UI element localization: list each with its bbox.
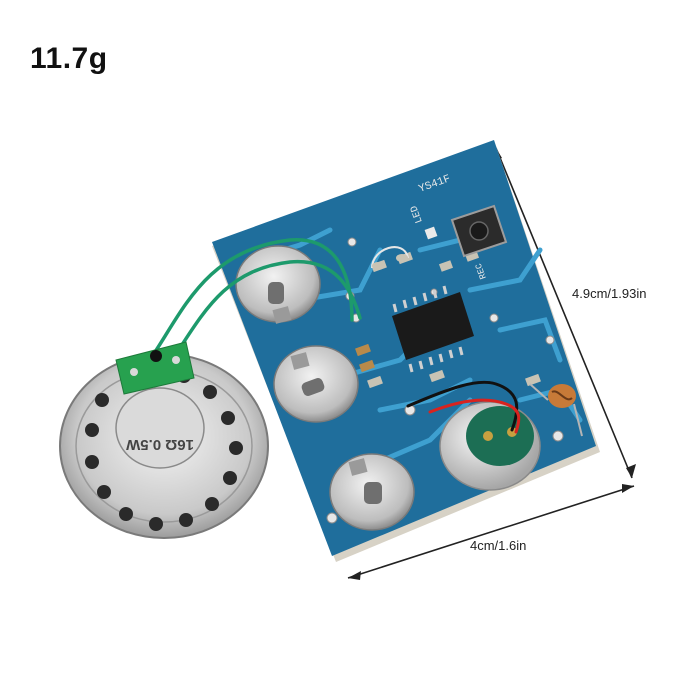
speaker-wires [142, 238, 362, 374]
speaker-grille-holes [85, 369, 243, 531]
light-sensor [529, 383, 583, 437]
battery-holder-top [235, 245, 321, 324]
width-dimension-arrow [347, 484, 635, 580]
microphone [439, 401, 541, 491]
ic-chip [392, 285, 474, 373]
battery-holder-middle [273, 345, 359, 423]
led-outline [371, 246, 409, 270]
rec-push-button [450, 204, 508, 258]
speaker: 16Ω 0.5W [59, 341, 269, 539]
width-dimension-label: 4cm/1.6in [470, 538, 527, 553]
speaker-marking: 16Ω 0.5W [125, 436, 194, 453]
height-dimension-label: 4.9cm/1.93in [572, 286, 647, 301]
battery-holder-bottom [329, 453, 415, 531]
pcb-pads [326, 237, 564, 524]
weight-label: 11.7g [30, 42, 108, 75]
microphone-wires [406, 380, 521, 434]
